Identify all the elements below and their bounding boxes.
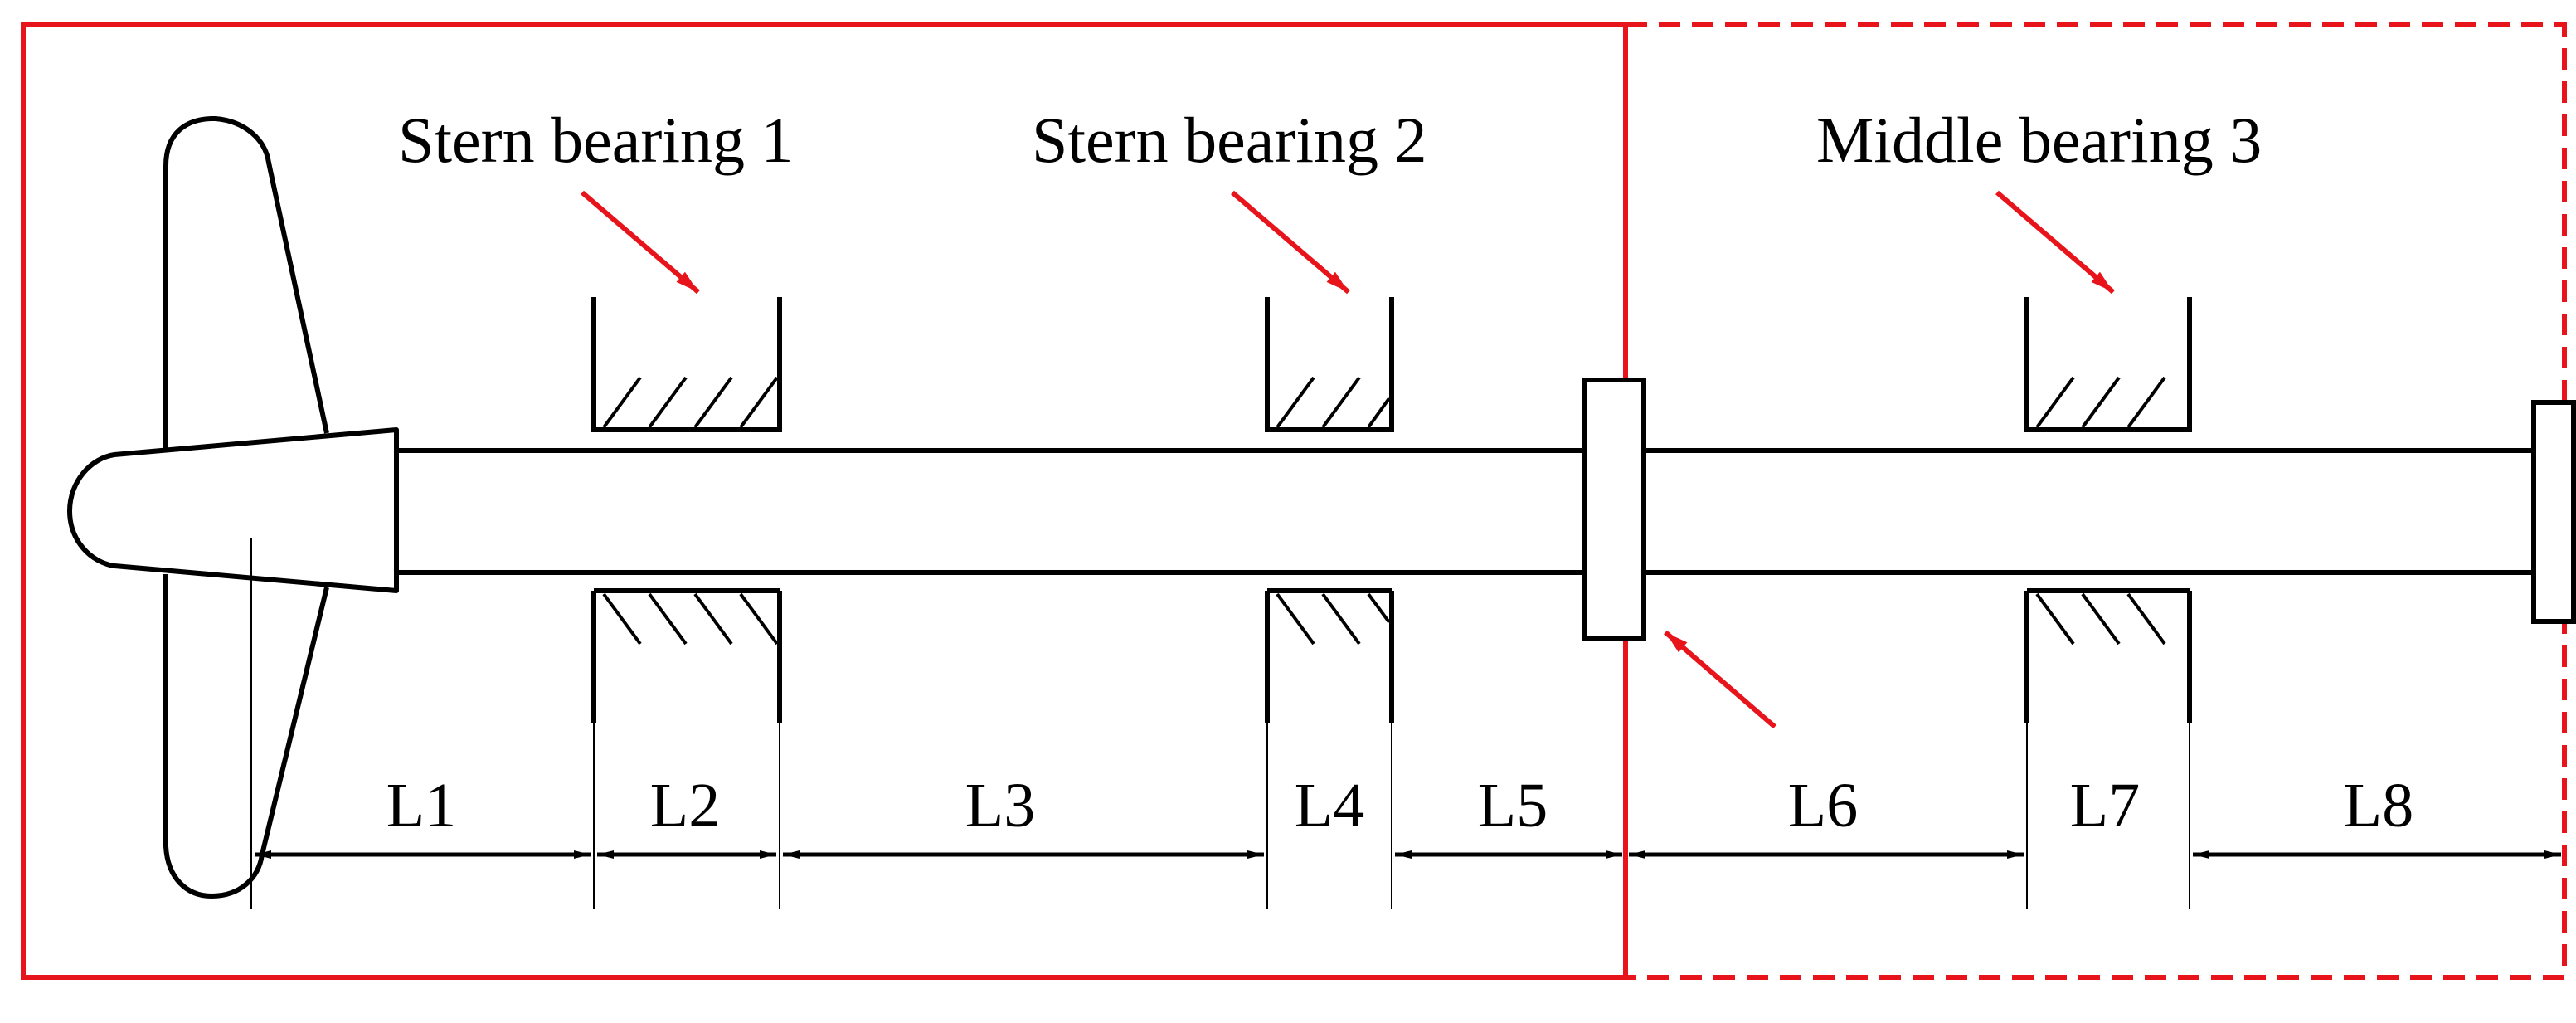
arrow-flange xyxy=(1664,630,1776,729)
propeller-shaft xyxy=(396,448,2538,575)
dim-label-l2: L2 xyxy=(650,771,720,840)
dimension-extension-lines xyxy=(593,723,2190,909)
dim-label-l3: L3 xyxy=(965,771,1035,840)
dim-label-l7: L7 xyxy=(2070,771,2140,840)
arrow-bearing-3 xyxy=(1995,190,2115,295)
dim-label-l8: L8 xyxy=(2344,771,2413,840)
red-pointer-arrows xyxy=(581,190,2115,729)
label-middle-bearing-3: Middle bearing 3 xyxy=(1816,104,2262,176)
arrow-bearing-1 xyxy=(581,190,700,295)
middle-bearing-3 xyxy=(2024,297,2192,723)
propeller-hub xyxy=(67,427,399,593)
propeller-upper-blade xyxy=(163,115,329,455)
dim-label-l1: L1 xyxy=(386,771,456,840)
dim-label-l6: L6 xyxy=(1788,771,1858,840)
arrow-bearing-2 xyxy=(1231,190,1350,295)
label-stern-bearing-1: Stern bearing 1 xyxy=(398,104,794,176)
propeller-lower-blade xyxy=(163,574,329,899)
propeller-icon xyxy=(67,115,399,909)
dim-label-l5: L5 xyxy=(1478,771,1548,840)
stern-bearing-1 xyxy=(591,297,782,723)
label-stern-bearing-2: Stern bearing 2 xyxy=(1032,104,1427,176)
stern-bearing-2 xyxy=(1265,297,1394,723)
flange-coupling-icon xyxy=(1582,378,1646,641)
dim-label-l4: L4 xyxy=(1295,771,1364,840)
end-flange-icon xyxy=(2531,400,2576,624)
